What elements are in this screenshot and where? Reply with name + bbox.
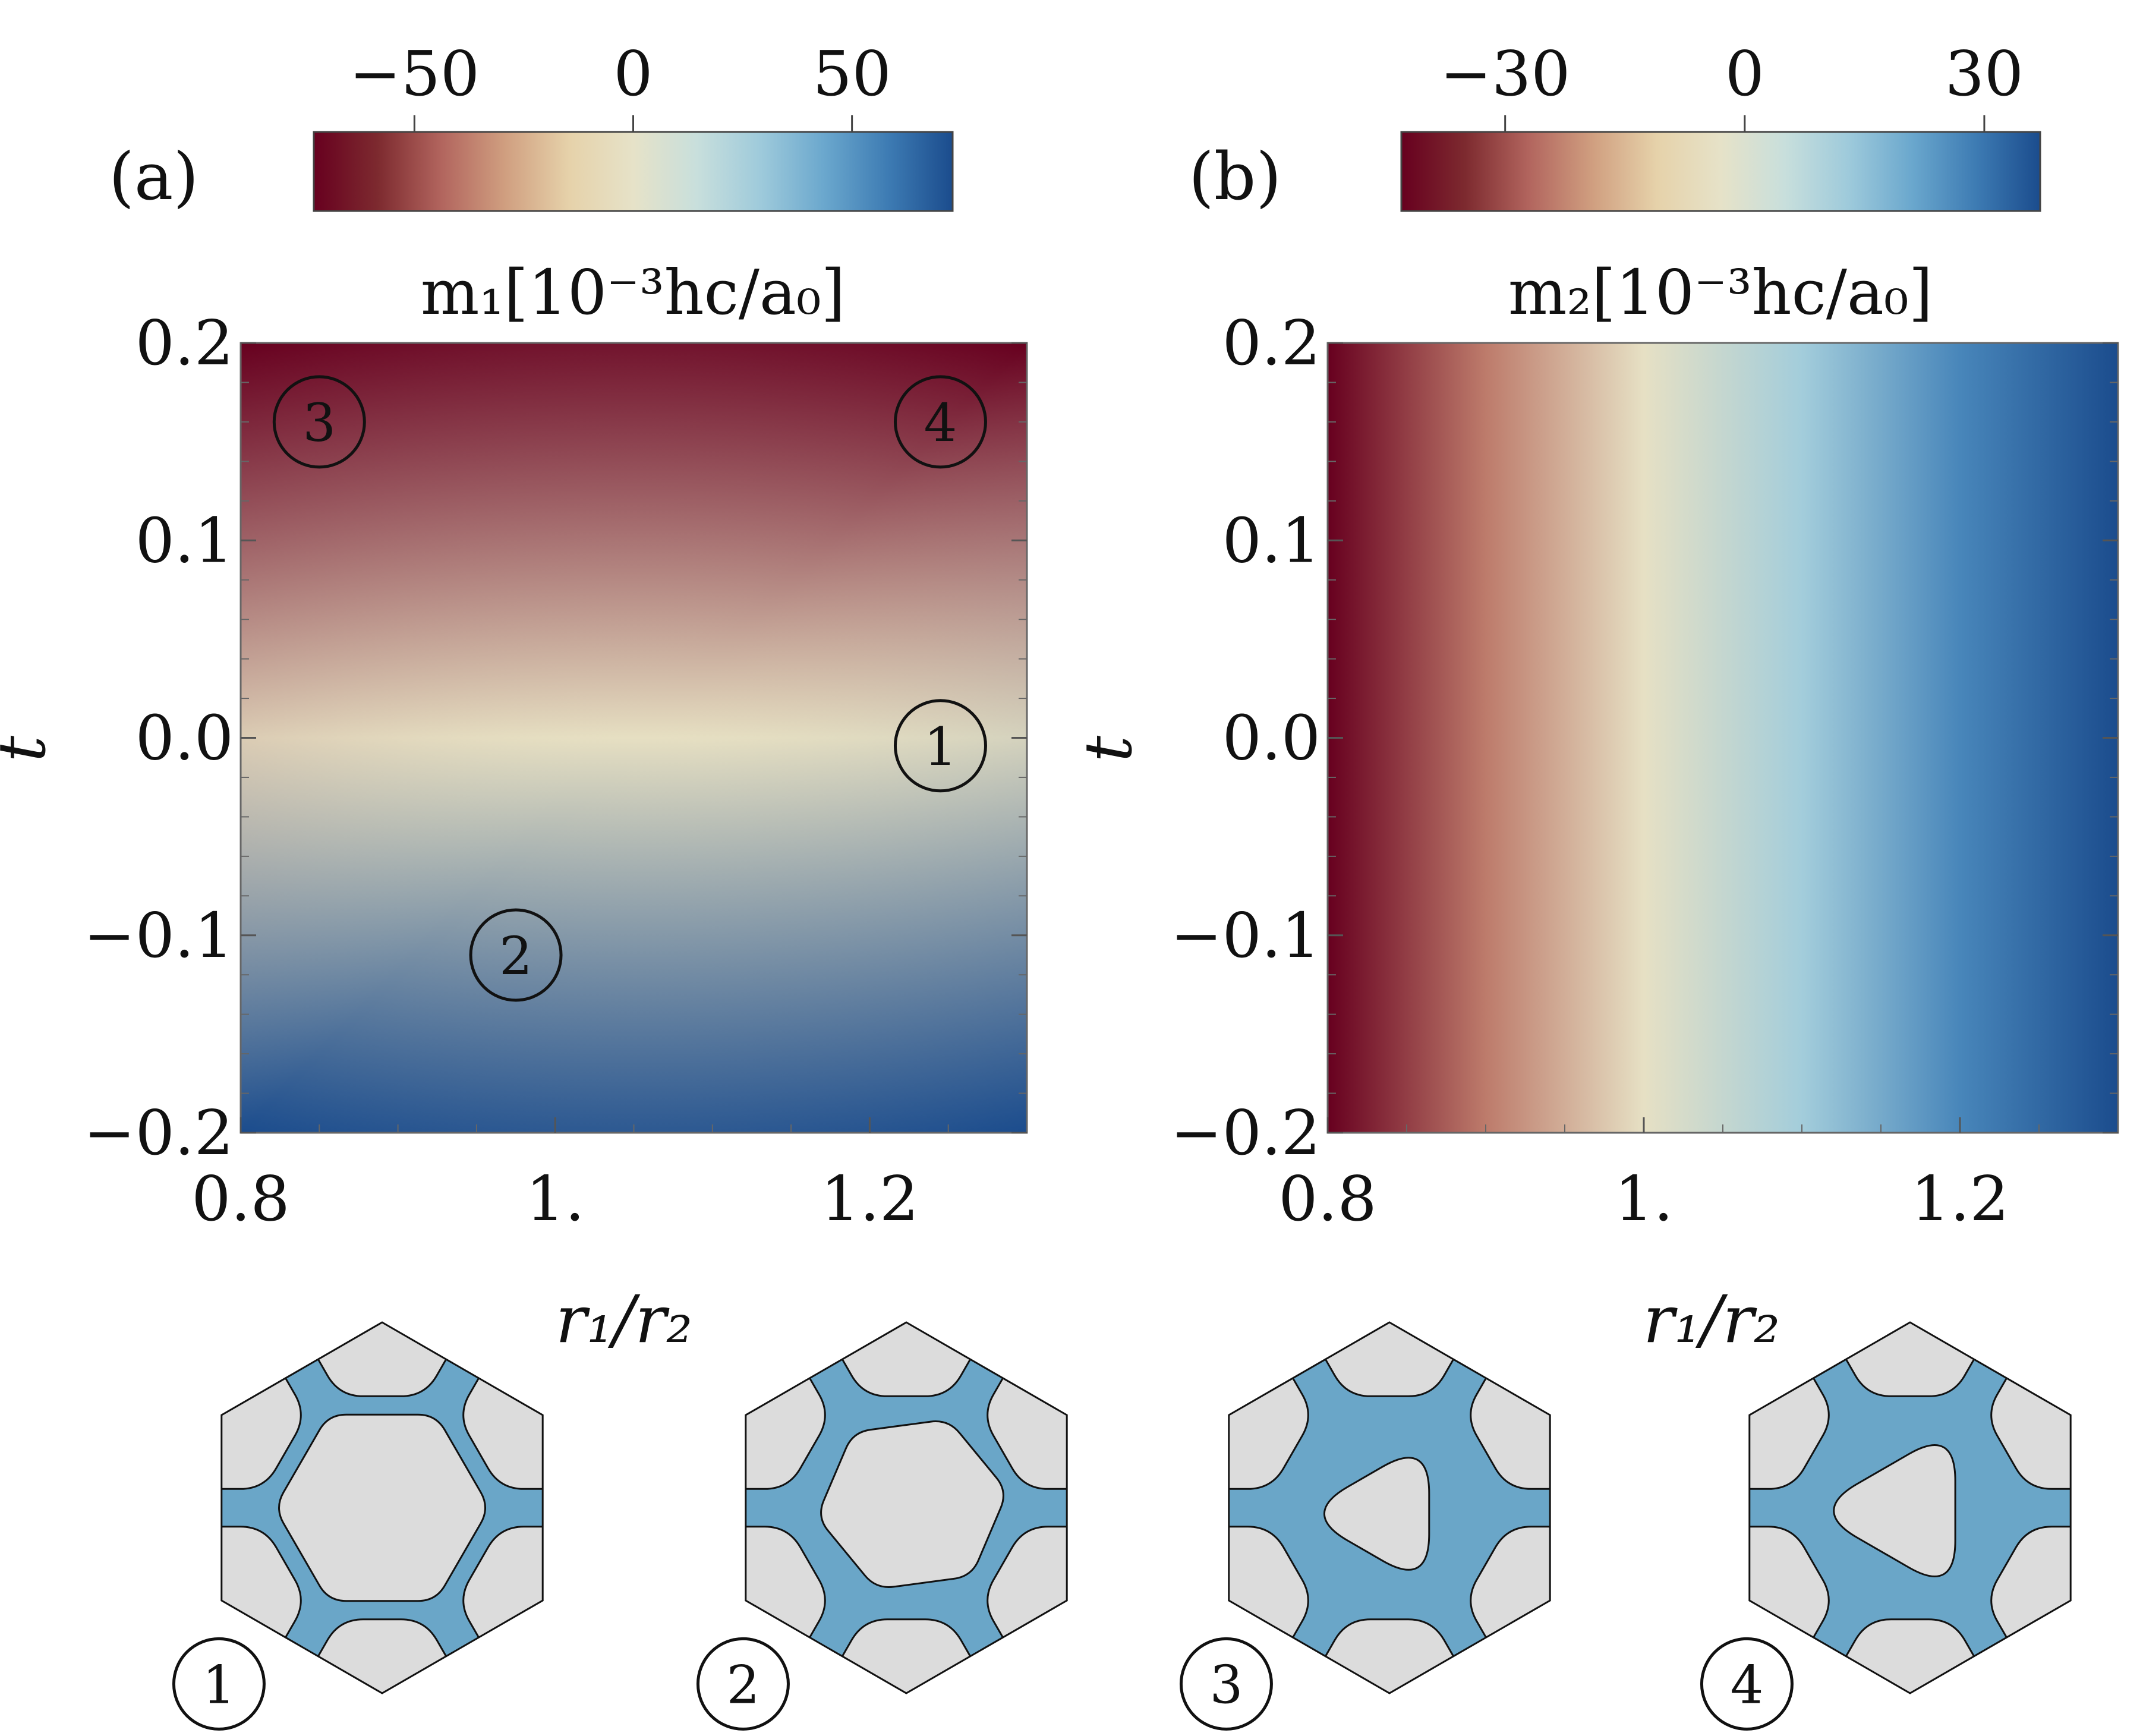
panel-a: (a) −50 0 50 m₁[10⁻³hc/a₀] 0.2 0.1 0.0 −0.1 −0… [0, 37, 1028, 1357]
unit-cell-pore [826, 1322, 987, 1397]
marker-label: 4 [924, 392, 957, 453]
unit-cell-2: 2 [696, 1321, 1068, 1731]
heatmap-b-axis: 0.2 0.1 0.0 −0.1 −0.20.8 1. 1.2 [1170, 307, 2119, 1235]
unit-cell-central-pore [1833, 1444, 1956, 1577]
unit-cell-label: 2 [726, 1654, 759, 1715]
x-tick-label: 1. [1614, 1162, 1673, 1235]
colorbar-a-bar [313, 131, 954, 212]
unit-cell-3: 3 [1179, 1321, 1551, 1731]
marker-circle [272, 375, 366, 469]
axis-b-xlabel: r₁/r₂ [1643, 1281, 1780, 1357]
unit-cell-central-pore [1323, 1457, 1430, 1571]
unit-cell-outline [220, 1321, 544, 1694]
colorbar-a-ticks: −50 0 50 [349, 37, 891, 132]
axis-b-ylabel: t [1070, 735, 1146, 762]
colorbar-b-label: m₂[10⁻³hc/a₀] [1508, 256, 1933, 329]
y-tick-label: −0.1 [83, 899, 234, 972]
y-tick-label: 0.0 [1222, 702, 1321, 774]
unit-cell-outline [745, 1321, 1068, 1694]
x-tick-label: 0.8 [191, 1162, 289, 1235]
unit-cell-outline [1748, 1321, 2072, 1694]
unit-cell-label: 3 [1209, 1654, 1243, 1715]
axis-a-xlabel: r₁/r₂ [556, 1281, 692, 1357]
y-tick-label: 0.1 [1222, 504, 1321, 576]
heatmap-b-field [1328, 343, 2118, 1133]
heatmap-a: 0.2 0.1 0.0 −0.1 −0.20.8 1. 1.2 3 4 1 2 [83, 307, 1028, 1235]
unit-cell-label: 4 [1730, 1654, 1763, 1715]
y-tick-label: 0.2 [1222, 307, 1321, 379]
marker-label: 2 [499, 925, 532, 987]
x-tick-label: 1. [526, 1162, 585, 1235]
y-tick-label: −0.2 [83, 1097, 234, 1169]
colorbar-tick-label: 30 [1945, 37, 2024, 110]
y-tick-label: 0.1 [135, 504, 234, 576]
colorbar-a-label: m₁[10⁻³hc/a₀] [421, 256, 845, 329]
unit-cell-4: 4 [1700, 1321, 2072, 1731]
colorbar-b-bar [1400, 131, 2041, 212]
y-tick-label: −0.1 [1170, 899, 1321, 972]
marker-label: 1 [924, 716, 957, 777]
axis-a-ylabel: t [0, 735, 60, 762]
unit-cell-pore [1830, 1322, 1990, 1397]
x-tick-label: 1.2 [1911, 1162, 2009, 1235]
marker-label: 3 [302, 392, 336, 453]
marker-circle [469, 908, 563, 1002]
unit-cell-label-circle [696, 1637, 790, 1731]
colorbar-a: −50 0 50 m₁[10⁻³hc/a₀] [313, 37, 954, 329]
unit-cell-pore [302, 1618, 462, 1693]
heatmap-a-markers: 3 4 1 2 [272, 375, 987, 1002]
colorbar-tick-label: −30 [1440, 37, 1570, 110]
unit-cell-outline [1228, 1321, 1551, 1694]
unit-cell-pore [1830, 1618, 1990, 1693]
marker-circle [893, 375, 987, 469]
colorbar-tick-label: 0 [1725, 37, 1764, 110]
unit-cell-pore [302, 1322, 462, 1397]
colorbar-tick-label: −50 [349, 37, 480, 110]
colorbar-b-ticks: −30 0 30 [1440, 37, 2024, 132]
unit-cell-label-circle [1700, 1637, 1794, 1731]
heatmap-a-axis: 0.2 0.1 0.0 −0.1 −0.20.8 1. 1.2 [83, 307, 1028, 1235]
panel-b-label: (b) [1189, 138, 1281, 215]
colorbar-tick-label: 50 [812, 37, 891, 110]
panel-a-label: (a) [109, 138, 198, 215]
heatmap-b: 0.2 0.1 0.0 −0.1 −0.20.8 1. 1.2 [1170, 307, 2119, 1235]
x-tick-label: 0.8 [1278, 1162, 1376, 1235]
y-tick-label: −0.2 [1170, 1097, 1321, 1169]
x-tick-label: 1.2 [821, 1162, 919, 1235]
unit-cell-1: 1 [172, 1321, 544, 1731]
marker-circle [893, 699, 987, 793]
unit-cell-label: 1 [202, 1654, 235, 1715]
colorbar-b: −30 0 30 m₂[10⁻³hc/a₀] [1400, 37, 2041, 329]
y-tick-label: 0.0 [135, 702, 234, 774]
unit-cell-illustrations: 1 2 3 4 [172, 1321, 2072, 1731]
unit-cell-pore [826, 1618, 987, 1693]
heatmap-a-overlay [241, 343, 1027, 1133]
unit-cell-label-circle [172, 1637, 266, 1731]
unit-cell-pore [1309, 1618, 1470, 1693]
unit-cell-central-pore [278, 1413, 486, 1602]
colorbar-tick-label: 0 [613, 37, 653, 110]
y-tick-label: 0.2 [135, 307, 234, 379]
unit-cell-central-pore [820, 1420, 1004, 1588]
unit-cell-pore [1309, 1322, 1470, 1397]
unit-cell-label-circle [1179, 1637, 1273, 1731]
panel-b: (b) −30 0 30 m₂[10⁻³hc/a₀] 0.2 0.1 0.0 −0.1 −0… [1070, 37, 2119, 1357]
